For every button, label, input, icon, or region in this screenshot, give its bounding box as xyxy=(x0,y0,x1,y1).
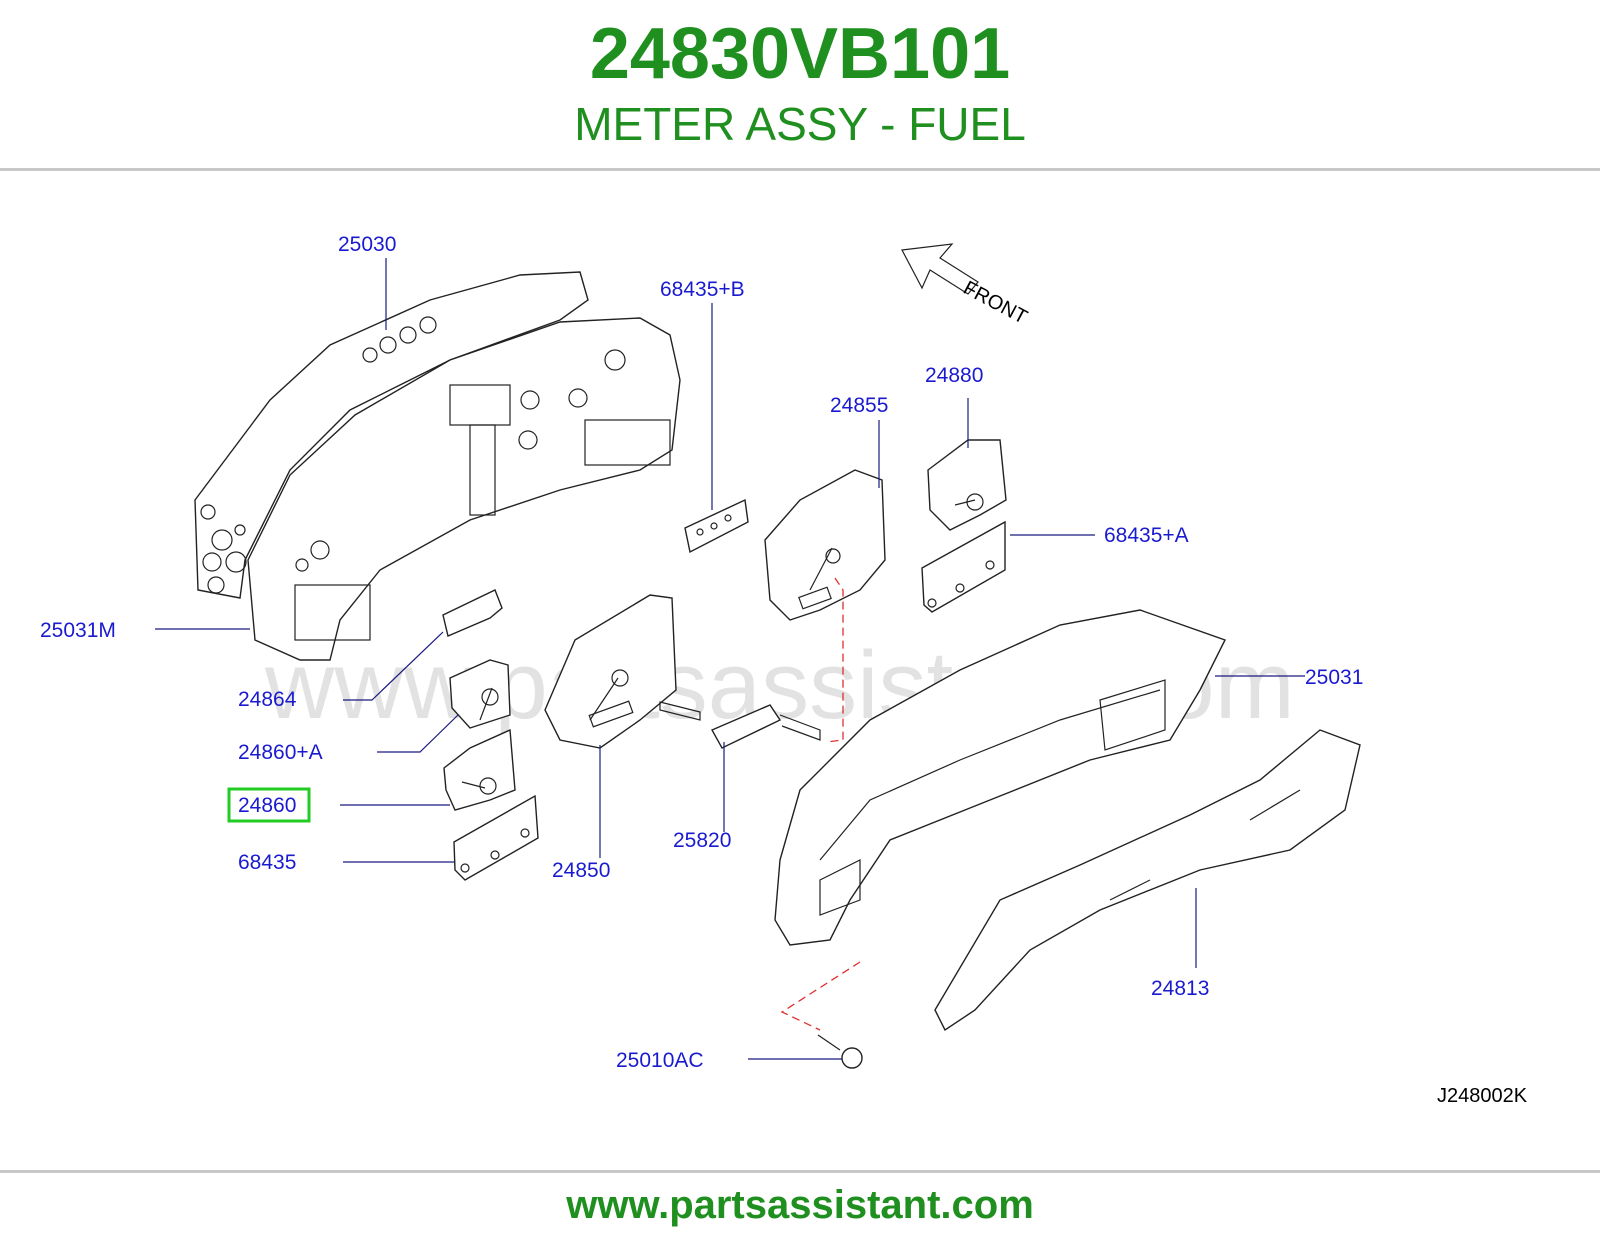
part-name-subtitle: METER ASSY - FUEL xyxy=(574,98,1026,150)
callout-25030[interactable]: 25030 xyxy=(338,233,396,256)
part-68435A-plate xyxy=(921,520,1006,613)
header-divider xyxy=(0,168,1600,171)
screw-guide-line xyxy=(780,961,861,1031)
callout-24860[interactable]: 24860 xyxy=(238,794,296,817)
footer-divider xyxy=(0,1170,1600,1173)
diagram-reference-code: J248002K xyxy=(1437,1085,1528,1107)
part-25030-rear-cover xyxy=(194,271,589,599)
part-24860-fuel-gauge xyxy=(443,728,516,811)
part-68435-plate xyxy=(453,794,539,881)
callout-24813[interactable]: 24813 xyxy=(1151,977,1209,1000)
callout-24860A[interactable]: 24860+A xyxy=(238,741,323,764)
part-24880-gauge xyxy=(927,439,1007,531)
part-24813-lens xyxy=(934,729,1361,1032)
callout-68435B[interactable]: 68435+B xyxy=(660,278,745,301)
footer-website-link[interactable]: www.partsassistant.com xyxy=(566,1183,1034,1227)
callout-68435A[interactable]: 68435+A xyxy=(1104,524,1189,547)
part-25031-housing xyxy=(774,609,1226,946)
callout-24864[interactable]: 24864 xyxy=(238,688,297,711)
callout-25010AC[interactable]: 25010AC xyxy=(616,1049,704,1072)
part-24850-speedometer xyxy=(544,594,701,749)
part-24860A-gauge xyxy=(449,659,511,729)
part-24855-tachometer xyxy=(764,469,886,621)
callout-24880[interactable]: 24880 xyxy=(925,364,983,387)
callout-25031[interactable]: 25031 xyxy=(1305,666,1363,689)
part-number-title: 24830VB101 xyxy=(589,14,1011,94)
part-25820-module xyxy=(711,704,821,749)
page-header: 24830VB101 METER ASSY - FUEL xyxy=(0,0,1600,170)
callout-24855[interactable]: 24855 xyxy=(830,394,888,417)
highlight-box xyxy=(227,787,311,823)
callout-25031M[interactable]: 25031M xyxy=(40,619,116,642)
part-24864-block xyxy=(442,589,503,637)
callout-68435[interactable]: 68435 xyxy=(238,851,296,874)
part-25010AC-screw xyxy=(817,1034,863,1069)
front-label: FRONT xyxy=(960,277,1031,329)
part-68435B-plate xyxy=(684,498,749,554)
part-25031M-case xyxy=(247,317,681,661)
assembly-guide-line xyxy=(825,577,844,743)
front-arrow-icon: FRONT xyxy=(901,243,1031,329)
callout-25820[interactable]: 25820 xyxy=(673,829,731,852)
leader-lines xyxy=(155,258,1305,1060)
callout-24850[interactable]: 24850 xyxy=(552,859,610,882)
